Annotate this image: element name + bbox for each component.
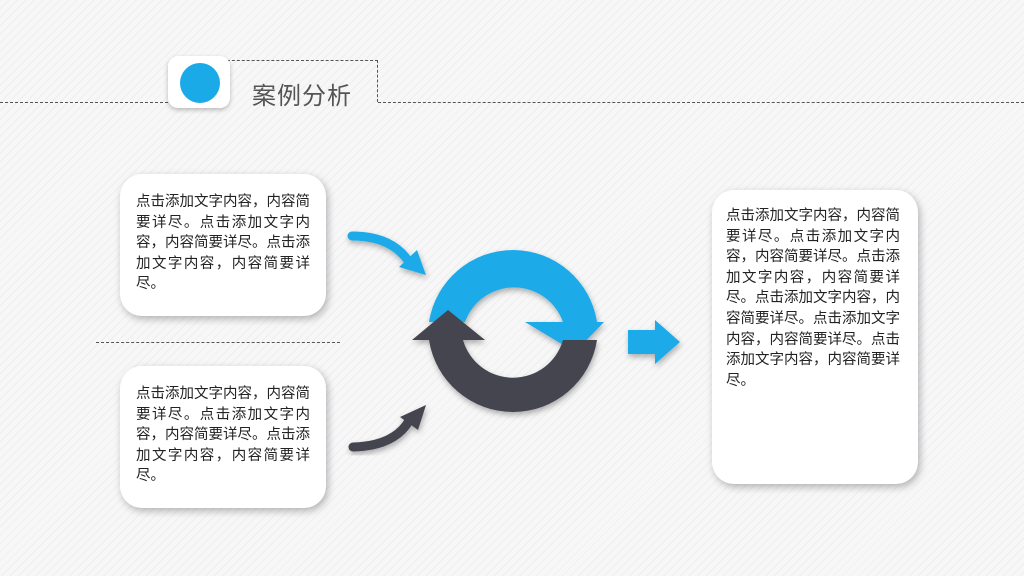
card-bottom-left-text: 点击添加文字内容，内容简要详尽。点击添加文字内容，内容简要详尽。点击添加文字内容…: [136, 386, 310, 485]
header-line-right: [378, 102, 1024, 103]
card-bottom-left: [120, 366, 326, 508]
card-right-text: 点击添加文字内容，内容简要详尽。点击添加文字内容，内容简要详尽。点击添加文字内容…: [726, 208, 900, 389]
card-top-left-text: 点击添加文字内容，内容简要详尽。点击添加文字内容，内容简要详尽。点击添加文字内容…: [136, 194, 310, 293]
page-title: 案例分析: [252, 82, 352, 110]
middle-divider: [96, 342, 340, 343]
arrow-right-icon: [628, 320, 680, 364]
curved-arrow-down-icon: [347, 231, 426, 275]
curved-arrow-up-icon: [348, 405, 426, 452]
card-right: [712, 190, 918, 484]
title-circle-icon: [180, 63, 220, 103]
header-line-left: [0, 102, 168, 103]
title-frame: [222, 60, 378, 102]
circular-arrows-icon: [412, 250, 604, 412]
card-top-left: [120, 174, 326, 316]
